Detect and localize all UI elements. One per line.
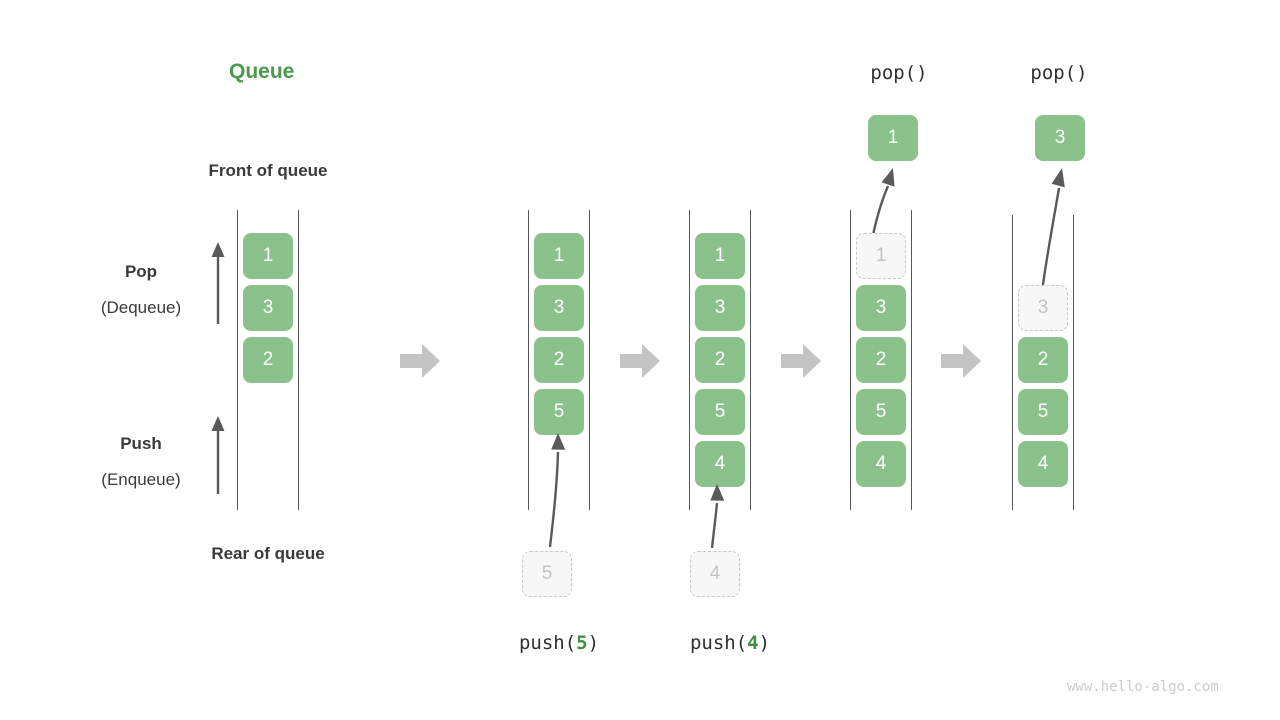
op-name: push <box>518 632 565 654</box>
block-right-arrow-icon <box>400 344 440 378</box>
queue-rail-right <box>589 210 591 510</box>
block-right-arrow-icon <box>620 344 660 378</box>
queue-cell: 2 <box>1018 337 1068 383</box>
queue-cell: 2 <box>243 337 293 383</box>
queue-cell: 1 <box>243 233 293 279</box>
queue-rail-right <box>750 210 752 510</box>
stage-caption-pop-1: pop() <box>818 62 980 84</box>
queue-rail-left <box>689 210 691 510</box>
queue-rail-left <box>850 210 852 510</box>
paren-open: ( <box>1064 62 1077 84</box>
curved-up-arrow-icon <box>548 433 566 548</box>
queue-rail-left <box>237 210 239 510</box>
paren-open: ( <box>564 632 577 654</box>
queue-cell: 3 <box>534 285 584 331</box>
queue-cell: 1 <box>534 233 584 279</box>
up-arrow-icon <box>211 416 225 494</box>
queue-rail-right <box>1073 215 1075 510</box>
page-title: Queue <box>229 60 295 83</box>
paren-close: ) <box>587 632 600 654</box>
stage-caption-push-4: push(4) <box>649 632 811 654</box>
paren-open: ( <box>735 632 748 654</box>
curved-up-arrow-icon <box>710 484 725 549</box>
queue-cell: 3 <box>856 285 906 331</box>
op-argument: 5 <box>576 632 588 654</box>
queue-cell: 4 <box>695 441 745 487</box>
queue-cell: 3 <box>695 285 745 331</box>
block-right-arrow-icon <box>941 344 981 378</box>
push-label: Push <box>120 434 162 453</box>
queue-cell: 5 <box>534 389 584 435</box>
queue-cell: 2 <box>534 337 584 383</box>
curved-up-arrow-icon <box>1040 168 1065 293</box>
queue-rail-left <box>528 210 530 510</box>
queue-cell: 5 <box>1018 389 1068 435</box>
queue-cell: 1 <box>695 233 745 279</box>
stage-caption-push-5: push(5) <box>478 632 640 654</box>
queue-rail-right <box>911 210 913 510</box>
queue-cell: 5 <box>856 389 906 435</box>
curved-up-arrow-icon <box>870 168 895 241</box>
popped-cell: 3 <box>1035 115 1085 161</box>
incoming-ghost-cell: 4 <box>690 551 740 597</box>
up-arrow-icon <box>211 242 225 324</box>
block-right-arrow-icon <box>781 344 821 378</box>
paren-open: ( <box>904 62 917 84</box>
queue-cell: 2 <box>856 337 906 383</box>
op-name: pop <box>870 62 905 84</box>
queue-rail-left <box>1012 215 1014 510</box>
push-sublabel: (Enqueue) <box>101 470 181 489</box>
watermark: www.hello-algo.com <box>1067 679 1219 695</box>
queue-cell-ghost: 3 <box>1018 285 1068 331</box>
incoming-ghost-cell: 5 <box>522 551 572 597</box>
queue-cell: 3 <box>243 285 293 331</box>
queue-rail-right <box>298 210 300 510</box>
op-argument: 4 <box>747 632 759 654</box>
popped-cell: 1 <box>868 115 918 161</box>
op-name: pop <box>1030 62 1065 84</box>
rear-of-queue-label: Rear of queue <box>211 544 325 563</box>
op-name: push <box>689 632 736 654</box>
queue-cell: 4 <box>1018 441 1068 487</box>
paren-close: ) <box>916 62 928 84</box>
pop-sublabel: (Dequeue) <box>100 298 182 317</box>
queue-cell: 2 <box>695 337 745 383</box>
pop-label: Pop <box>124 262 158 281</box>
queue-cell: 4 <box>856 441 906 487</box>
queue-cell: 5 <box>695 389 745 435</box>
paren-close: ) <box>1076 62 1088 84</box>
front-of-queue-label: Front of queue <box>208 161 328 180</box>
stage-caption-pop-3: pop() <box>978 62 1140 84</box>
paren-close: ) <box>758 632 771 654</box>
queue-cell-ghost: 1 <box>856 233 906 279</box>
